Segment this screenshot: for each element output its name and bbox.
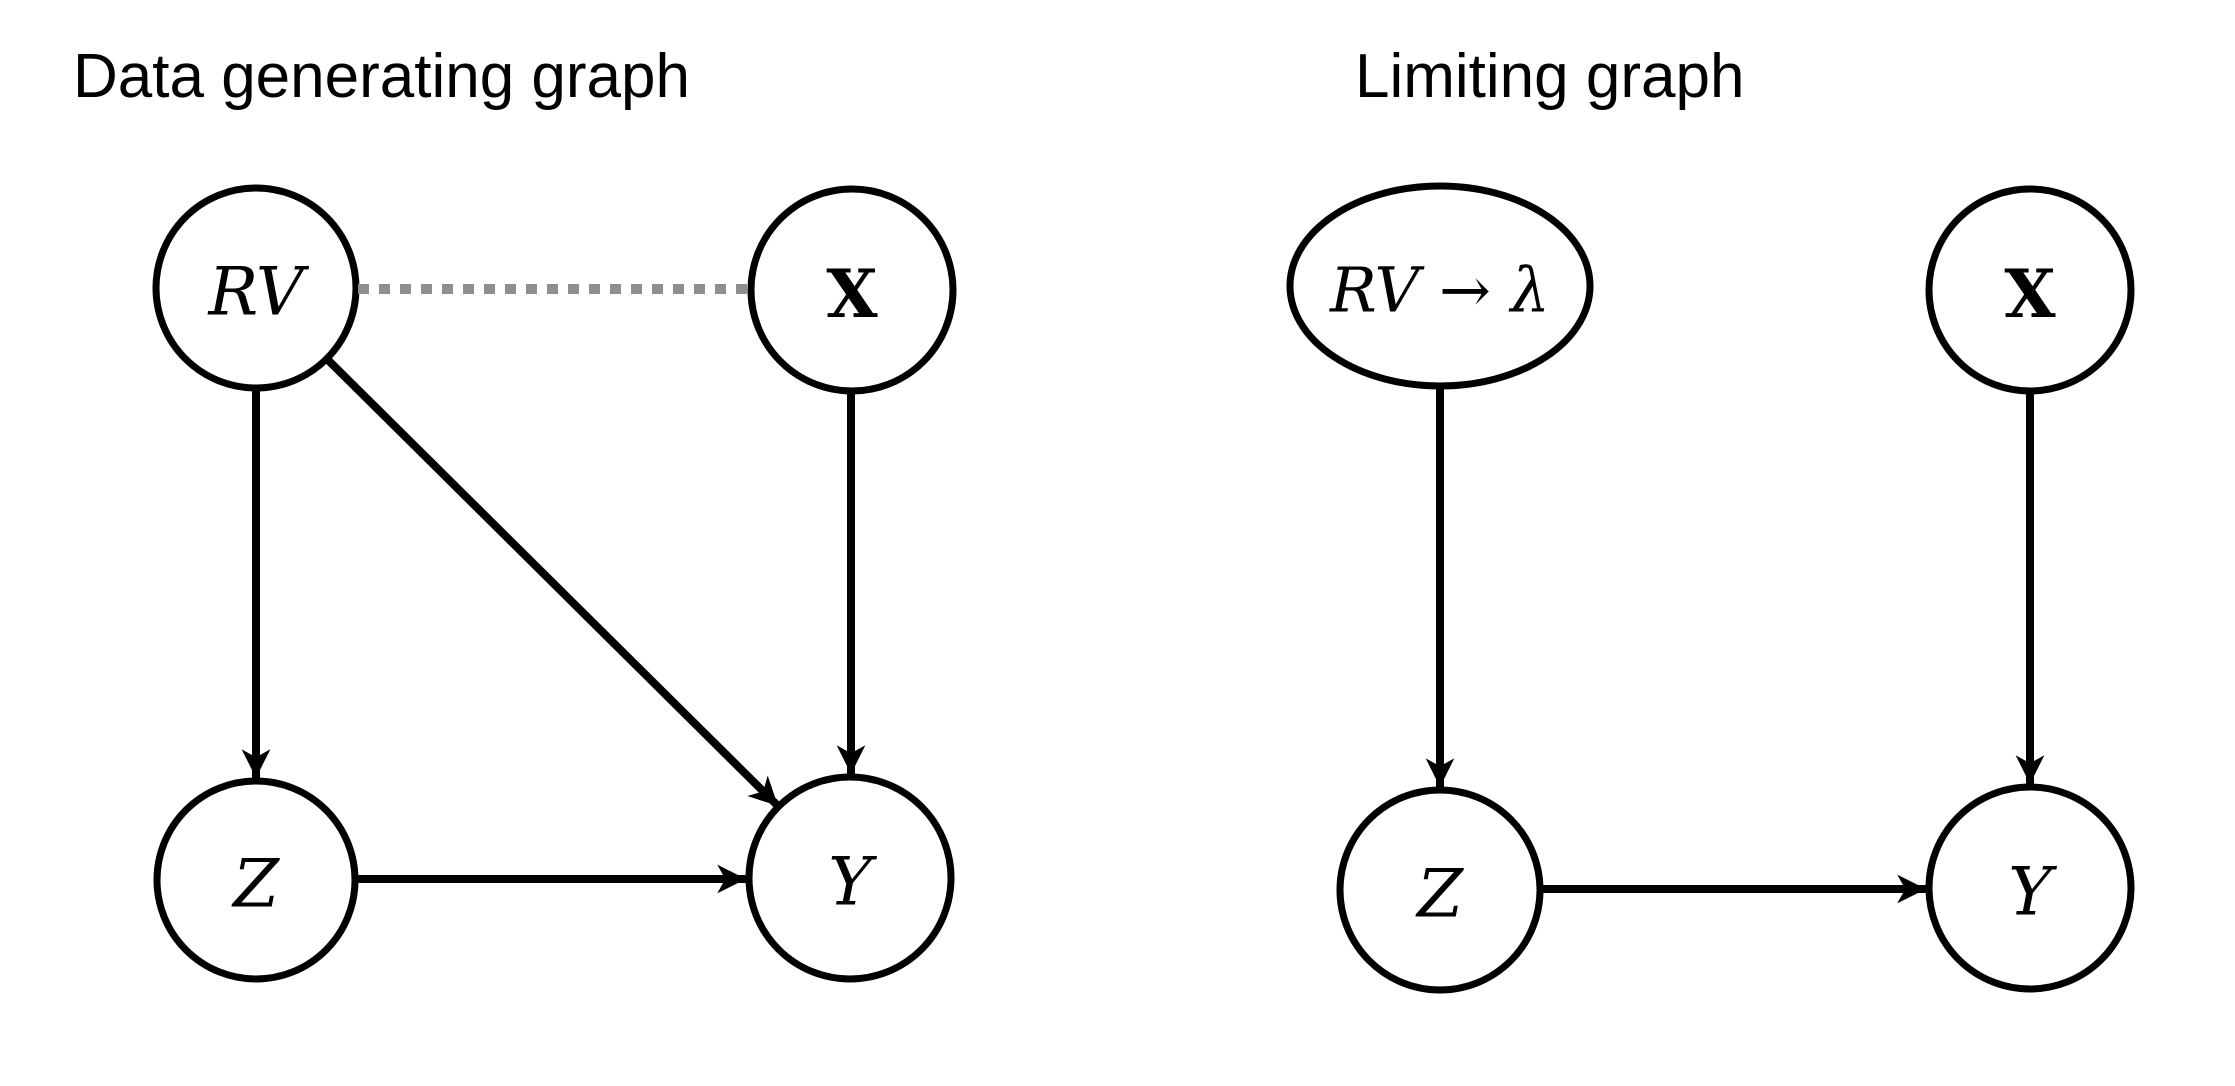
node-y-right <box>1925 783 2135 993</box>
node-rv-lambda <box>1286 182 1594 390</box>
node-x-right <box>1925 185 2135 395</box>
right-graph-title: Limiting graph <box>1355 42 1744 111</box>
node-rv-lambda-label: RV → λ <box>1329 254 1550 327</box>
node-rv <box>152 184 360 392</box>
node-y-left-label: Y <box>828 844 877 921</box>
node-y-right-label: Y <box>2008 854 2057 931</box>
node-rv-label: RV <box>207 254 309 331</box>
node-x-right-label: X <box>2004 255 2056 333</box>
data-generating-graph: Data generating graph RV X Z Y <box>73 42 957 983</box>
node-x-left-label: X <box>826 255 878 333</box>
node-z-right <box>1336 786 1544 994</box>
left-graph-title: Data generating graph <box>73 42 690 111</box>
limiting-graph: Limiting graph RV → λ X Z Y <box>1286 42 2135 994</box>
node-z-right-label: Z <box>1415 856 1464 933</box>
node-z-left-label: Z <box>231 846 280 923</box>
node-x-left <box>747 185 957 395</box>
node-z-left <box>153 777 359 983</box>
edge-rv-to-y <box>324 356 781 809</box>
node-y-left <box>745 773 955 983</box>
